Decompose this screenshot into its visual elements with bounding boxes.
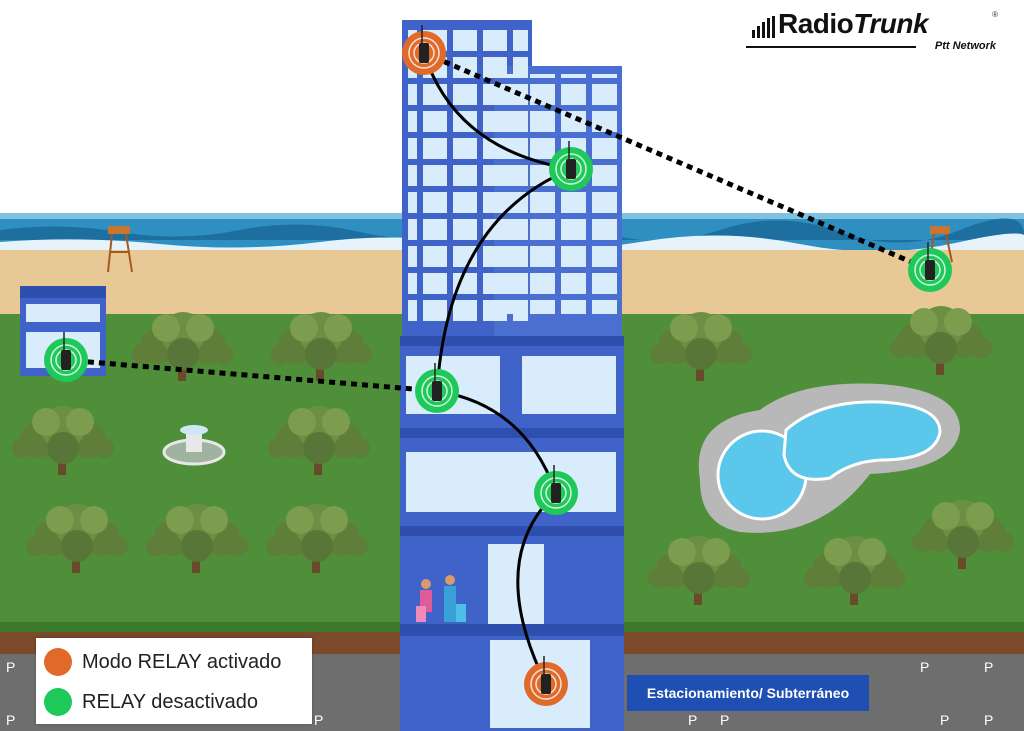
walkie-talkie-icon	[551, 483, 561, 503]
logo-tagline: Ptt Network	[934, 40, 996, 52]
legend-item-active: Modo RELAY activado	[44, 644, 281, 680]
walkie-talkie-icon	[419, 43, 429, 63]
main-building	[400, 20, 624, 731]
travelers	[416, 575, 466, 622]
green-dot-icon	[44, 688, 72, 716]
walkie-talkie-icon	[925, 260, 935, 280]
link-house-radio-to-floor-radio-1	[65, 357, 438, 394]
link-tower-radio-to-floor-radio-1	[435, 167, 572, 392]
signal-wave-icon	[540, 477, 572, 509]
logo-brand: RadioTrunk	[778, 8, 929, 39]
floor-radio-2-node	[534, 465, 578, 515]
parking-markings: P P P P P P P P P	[6, 659, 993, 728]
link-floor-radio-2-to-basement-radio	[516, 491, 558, 685]
signal-wave-icon	[50, 344, 82, 376]
lifeguard-tower-left	[107, 226, 133, 273]
signal-wave-icon	[408, 37, 440, 69]
logo-registered-mark: ®	[992, 10, 998, 19]
legend: Modo RELAY activado RELAY desactivado	[36, 638, 312, 724]
walkie-talkie-icon	[566, 159, 576, 179]
svg-text:P: P	[984, 712, 993, 728]
orange-dot-icon	[44, 648, 72, 676]
fountain	[162, 425, 226, 466]
signal-wave-icon	[555, 153, 587, 185]
legend-label-active: Modo RELAY activado	[82, 650, 282, 673]
svg-text:P: P	[940, 712, 949, 728]
logo-underline	[746, 46, 916, 48]
walkie-talkie-icon	[432, 381, 442, 401]
legend-item-inactive: RELAY desactivado	[44, 684, 258, 720]
walkie-talkie-icon	[61, 350, 71, 370]
signal-wave-icon	[914, 254, 946, 286]
walkie-talkie-icon	[541, 674, 551, 694]
floor-radio-1-node	[415, 363, 459, 413]
nodes-layer	[44, 25, 952, 706]
beach-radio-node	[908, 242, 952, 292]
swimming-pool	[698, 383, 960, 533]
signal-wave-icon	[421, 375, 453, 407]
svg-text:P: P	[6, 659, 15, 675]
parking-label: Estacionamiento/ Subterráneo	[627, 675, 869, 711]
svg-text:P: P	[314, 712, 323, 728]
house-radio-node	[44, 332, 88, 382]
svg-text:P: P	[688, 712, 697, 728]
tower-radio-node	[549, 141, 593, 191]
svg-text:P: P	[984, 659, 993, 675]
basement-radio-node	[524, 656, 568, 706]
signal-wave-icon	[530, 668, 562, 700]
svg-text:P: P	[6, 712, 15, 728]
radiotrunk-logo: RadioTrunk ® Ptt Network	[746, 8, 998, 56]
signal-bars-icon	[752, 16, 775, 38]
svg-text:P: P	[920, 659, 929, 675]
link-roof-radio-to-beach-radio	[423, 50, 931, 273]
roof-radio-node	[402, 25, 446, 75]
svg-text:P: P	[720, 712, 729, 728]
link-roof-radio-to-tower-radio	[422, 52, 572, 171]
legend-label-inactive: RELAY desactivado	[82, 690, 259, 713]
